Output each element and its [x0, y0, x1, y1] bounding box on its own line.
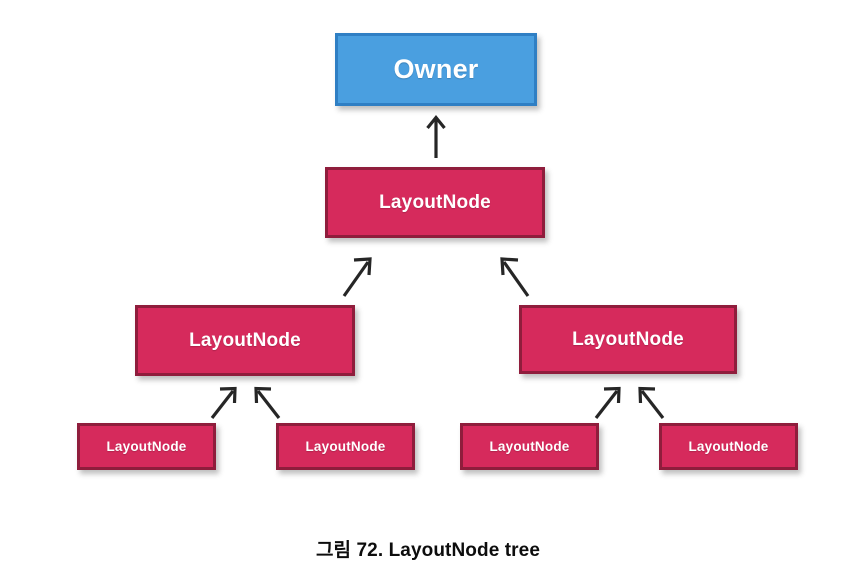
- node-layout-leaf-1: LayoutNode: [77, 423, 216, 470]
- figure-caption: 그림 72. LayoutNode tree: [315, 540, 541, 561]
- node-layout-leaf-3-label: LayoutNode: [489, 438, 570, 454]
- node-layout-level2-left: LayoutNode: [135, 305, 355, 376]
- node-layout-level1-label: LayoutNode: [379, 192, 491, 213]
- edge-l2a-to-l1: [340, 256, 374, 298]
- edge-l3a-to-l2a: [209, 386, 239, 420]
- node-layout-level2-left-label: LayoutNode: [189, 330, 301, 351]
- edge-l3b-to-l2a: [252, 386, 282, 420]
- node-layout-level1: LayoutNode: [325, 167, 545, 238]
- node-layout-level2-right: LayoutNode: [519, 305, 737, 374]
- node-layout-leaf-4-label: LayoutNode: [688, 438, 769, 454]
- edge-l3c-to-l2b: [593, 386, 623, 420]
- edge-l2b-to-l1: [498, 256, 532, 298]
- node-layout-leaf-2: LayoutNode: [276, 423, 415, 470]
- node-owner-label: Owner: [393, 54, 479, 84]
- node-layout-leaf-3: LayoutNode: [460, 423, 599, 470]
- node-owner: Owner: [335, 33, 537, 106]
- node-layout-leaf-4: LayoutNode: [659, 423, 798, 470]
- edge-l3d-to-l2b: [636, 386, 666, 420]
- node-layout-leaf-2-label: LayoutNode: [305, 438, 386, 454]
- edge-l1-to-owner: [424, 114, 448, 158]
- node-layout-leaf-1-label: LayoutNode: [106, 438, 187, 454]
- node-layout-level2-right-label: LayoutNode: [572, 329, 684, 350]
